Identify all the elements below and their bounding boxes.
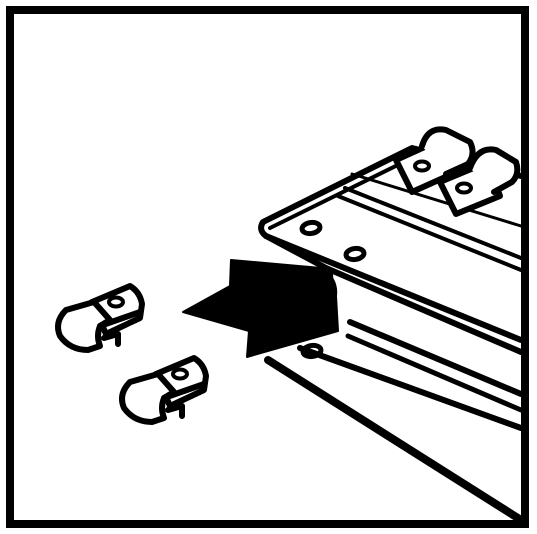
assembly-diagram (0, 0, 537, 534)
